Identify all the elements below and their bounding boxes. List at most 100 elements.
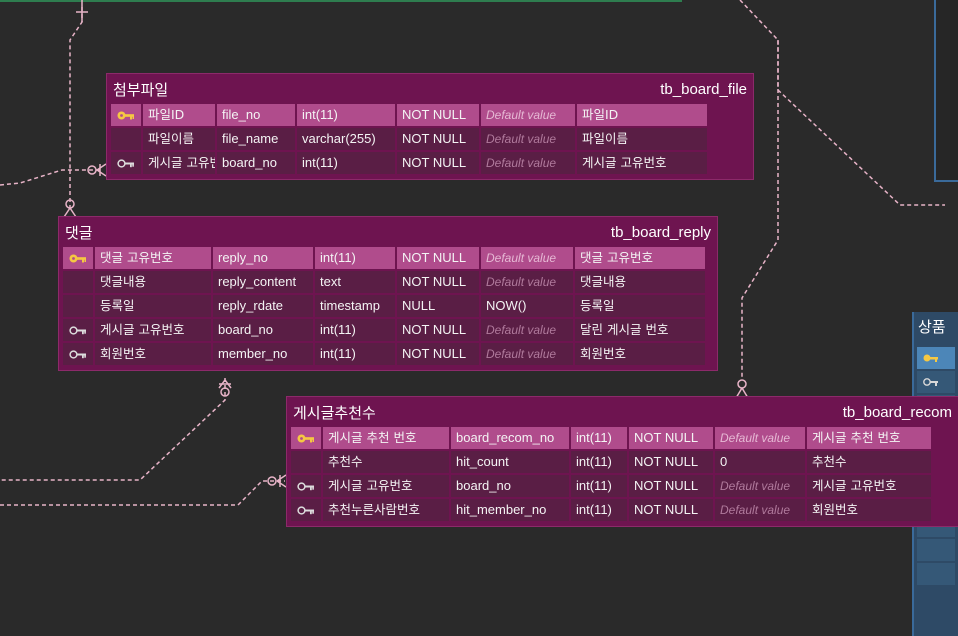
column-label[interactable]: 댓글내용 [95,271,211,293]
column-null[interactable]: NOT NULL [397,319,479,341]
column-label[interactable]: 파일ID [143,104,215,126]
column-comment[interactable]: 게시글 추천 번호 [807,427,931,449]
column-name[interactable]: member_no [213,343,313,365]
table-header[interactable]: 댓글 tb_board_reply [59,217,717,247]
column-default[interactable]: Default value [715,475,805,497]
column-comment[interactable]: 파일ID [577,104,707,126]
table-header[interactable]: 첨부파일 tb_board_file [107,74,753,104]
column-null[interactable]: NOT NULL [397,271,479,293]
column-default[interactable]: Default value [715,427,805,449]
column-default[interactable]: Default value [481,128,575,150]
column-name[interactable]: board_no [217,152,295,174]
column-type[interactable]: int(11) [571,475,627,497]
column-type[interactable]: text [315,271,395,293]
column-default[interactable]: Default value [481,319,573,341]
column-type[interactable]: int(11) [571,499,627,521]
column-label[interactable]: 게시글 고유번호 [323,475,449,497]
column-type[interactable]: int(11) [571,427,627,449]
column-label[interactable]: 댓글 고유번호 [95,247,211,269]
column-name[interactable]: hit_member_no [451,499,569,521]
primary-key-icon [117,110,135,121]
column-null[interactable]: NOT NULL [629,475,713,497]
column-comment[interactable]: 댓글 고유번호 [575,247,705,269]
column-null[interactable]: NOT NULL [629,451,713,473]
column-name[interactable]: file_name [217,128,295,150]
column-default[interactable]: 0 [715,451,805,473]
foreign-key-icon [297,481,315,492]
column-name[interactable]: board_no [213,319,313,341]
column-comment[interactable]: 게시글 고유번호 [577,152,707,174]
column-name[interactable]: hit_count [451,451,569,473]
column-name[interactable]: reply_no [213,247,313,269]
column-label[interactable]: 추천수 [323,451,449,473]
column-name[interactable]: reply_content [213,271,313,293]
column-default[interactable]: Default value [481,343,573,365]
key-cell [63,319,93,341]
column-type[interactable]: int(11) [297,152,395,174]
column-comment[interactable]: 달린 게시글 번호 [575,319,705,341]
column-null[interactable]: NOT NULL [397,128,479,150]
table-name: tb_board_recom [842,403,952,421]
column-label[interactable]: 회원번호 [95,343,211,365]
column-null[interactable]: NOT NULL [397,343,479,365]
column-type[interactable]: int(11) [315,247,395,269]
column-type[interactable]: timestamp [315,295,395,317]
column-label[interactable]: 게시글 고유번호 [143,152,215,174]
primary-key-icon [69,253,87,264]
column-null[interactable]: NOT NULL [397,104,479,126]
column-comment[interactable]: 게시글 고유번호 [807,475,931,497]
column-null[interactable]: NOT NULL [397,247,479,269]
column-label[interactable]: 추천누른사람번호 [323,499,449,521]
column-default[interactable]: Default value [481,247,573,269]
column-comment[interactable]: 회원번호 [575,343,705,365]
column-comment[interactable]: 등록일 [575,295,705,317]
column-null[interactable]: NOT NULL [629,427,713,449]
column-default[interactable]: Default value [481,152,575,174]
table-name: tb_board_file [660,80,747,98]
column-type[interactable]: int(11) [297,104,395,126]
column-type[interactable]: int(11) [315,343,395,365]
column-label[interactable]: 게시글 추천 번호 [323,427,449,449]
column-label[interactable]: 등록일 [95,295,211,317]
column-comment[interactable]: 파일이름 [577,128,707,150]
primary-key-icon [297,433,315,444]
column-comment[interactable]: 댓글내용 [575,271,705,293]
column-label[interactable]: 파일이름 [143,128,215,150]
column-name[interactable]: board_recom_no [451,427,569,449]
key-cell [111,104,141,126]
column-name[interactable]: reply_rdate [213,295,313,317]
column-null[interactable]: NULL [397,295,479,317]
column-type[interactable]: int(11) [315,319,395,341]
table-title: 첨부파일 [113,80,169,99]
column-default[interactable]: NOW() [481,295,573,317]
column-default[interactable]: Default value [481,104,575,126]
column-null[interactable]: NOT NULL [397,152,479,174]
column-comment[interactable]: 회원번호 [807,499,931,521]
column-type[interactable]: int(11) [571,451,627,473]
column-name[interactable]: file_no [217,104,295,126]
column-label[interactable]: 게시글 고유번호 [95,319,211,341]
column-type[interactable]: varchar(255) [297,128,395,150]
column-default[interactable]: Default value [715,499,805,521]
column-default[interactable]: Default value [481,271,573,293]
table-header[interactable]: 게시글추천수 tb_board_recom [287,397,958,427]
key-cell [63,271,93,293]
column-null[interactable]: NOT NULL [629,499,713,521]
column-comment[interactable]: 추천수 [807,451,931,473]
column-name[interactable]: board_no [451,475,569,497]
